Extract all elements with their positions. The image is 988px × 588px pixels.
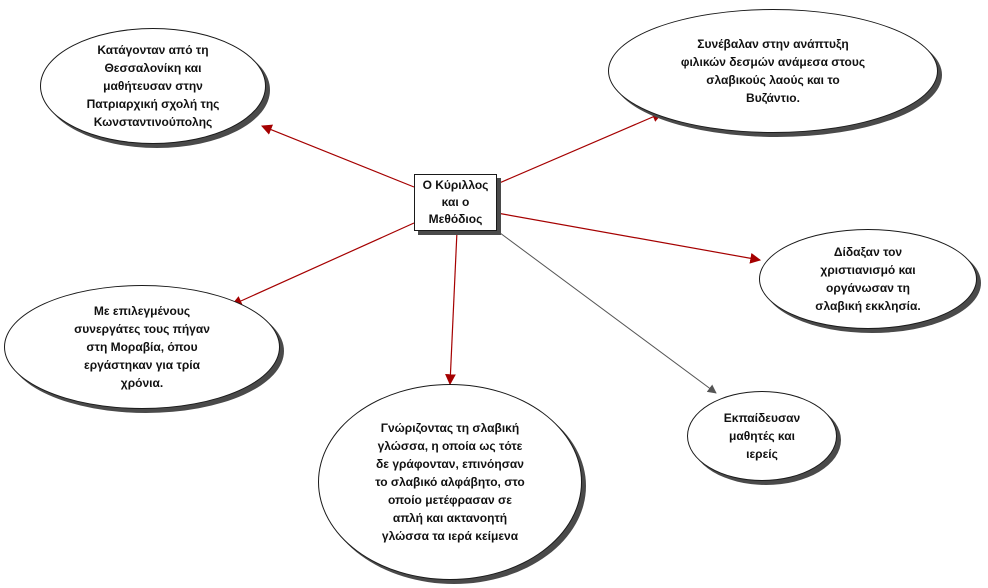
edge-to-moravia — [231, 222, 415, 306]
node-origin-text: Κατάγονταν από τη Θεσσαλονίκη και μαθήτε… — [86, 43, 220, 129]
node-alphabet-text: Γνώριζοντας τη σλαβική γλώσσα, η οποία ω… — [375, 421, 525, 543]
node-bonds: Συνέβαλαν στην ανάπτυξη φιλικών δεσμών α… — [608, 9, 938, 133]
node-educated: Εκπαίδευσαν μαθητές και ιερείς — [687, 391, 837, 481]
node-moravia: Με επιλεγμένους συνεργάτες τους πήγαν στ… — [4, 285, 280, 409]
central-topic-text: Ο Κύριλλος και ο Μεθόδιος — [422, 178, 489, 226]
node-church: Δίδαξαν τον χριστιανισμό και οργάνωσαν τ… — [759, 229, 977, 329]
node-moravia-text: Με επιλεγμένους συνεργάτες τους πήγαν στ… — [74, 304, 210, 390]
node-bonds-text: Συνέβαλαν στην ανάπτυξη φιλικών δεσμών α… — [680, 37, 866, 105]
edge-to-bonds — [496, 111, 663, 185]
central-topic-box: Ο Κύριλλος και ο Μεθόδιος — [414, 174, 497, 231]
edge-to-church — [496, 212, 762, 264]
edge-to-origin — [260, 124, 415, 188]
node-educated-text: Εκπαίδευσαν μαθητές και ιερείς — [723, 411, 801, 461]
node-church-text: Δίδαξαν τον χριστιανισμό και οργάνωσαν τ… — [815, 245, 921, 313]
node-alphabet: Γνώριζοντας τη σλαβική γλώσσα, η οποία ω… — [318, 384, 582, 580]
node-origin: Κατάγονταν από τη Θεσσαλονίκη και μαθήτε… — [40, 28, 266, 144]
edge-to-alphabet — [445, 230, 458, 386]
edge-to-educated — [495, 229, 717, 394]
